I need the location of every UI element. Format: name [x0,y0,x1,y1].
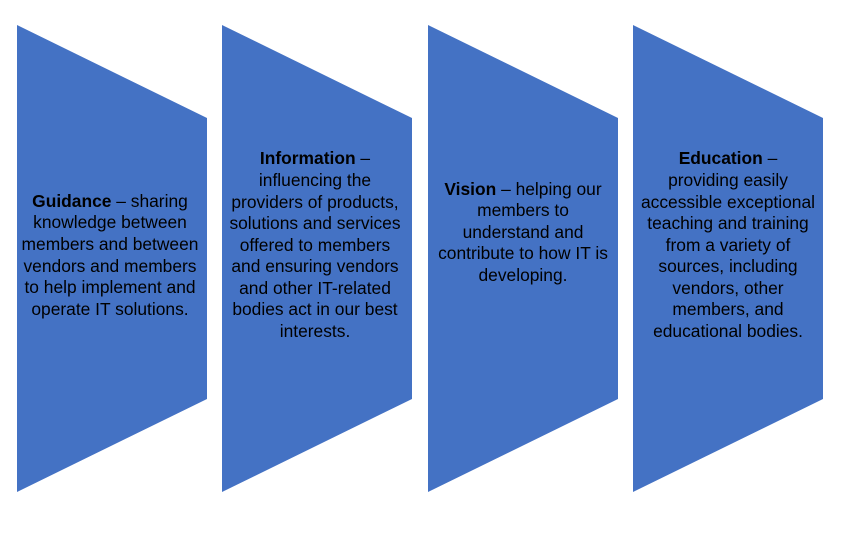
step-separator: – [111,190,131,211]
chevron-shape [222,25,412,492]
step-body: helping our members to understand and co… [438,178,608,285]
step-heading: Information [259,148,356,169]
chevron-fill [428,25,618,492]
step-heading: Education [678,148,763,169]
step-text: Information – influencing the providers … [222,12,408,479]
step-education: Education – providing easily accessible … [633,25,823,492]
step-body: influencing the providers of products, s… [229,169,401,342]
step-text: Vision – helping our members to understa… [432,0,614,466]
step-text: Guidance – sharing knowledge between mem… [17,22,203,489]
step-guidance: Guidance – sharing knowledge between mem… [17,25,207,492]
chevron-fill [633,25,823,492]
chevron-shape [633,25,823,492]
chevron-fill [222,25,412,492]
step-heading: Guidance [32,190,112,211]
step-body: sharing knowledge between members and be… [21,190,199,319]
chevron-shape [17,25,207,492]
step-information: Information – influencing the providers … [222,25,412,492]
step-vision: Vision – helping our members to understa… [428,25,618,492]
step-heading: Vision [444,178,497,199]
step-separator: – [762,148,778,169]
chevron-shape [428,25,618,492]
chevron-fill [17,25,207,492]
step-separator: – [496,178,516,199]
step-text: Education – providing easily accessible … [637,12,819,479]
step-separator: – [355,148,371,169]
step-body: providing easily accessible exceptional … [641,169,816,342]
